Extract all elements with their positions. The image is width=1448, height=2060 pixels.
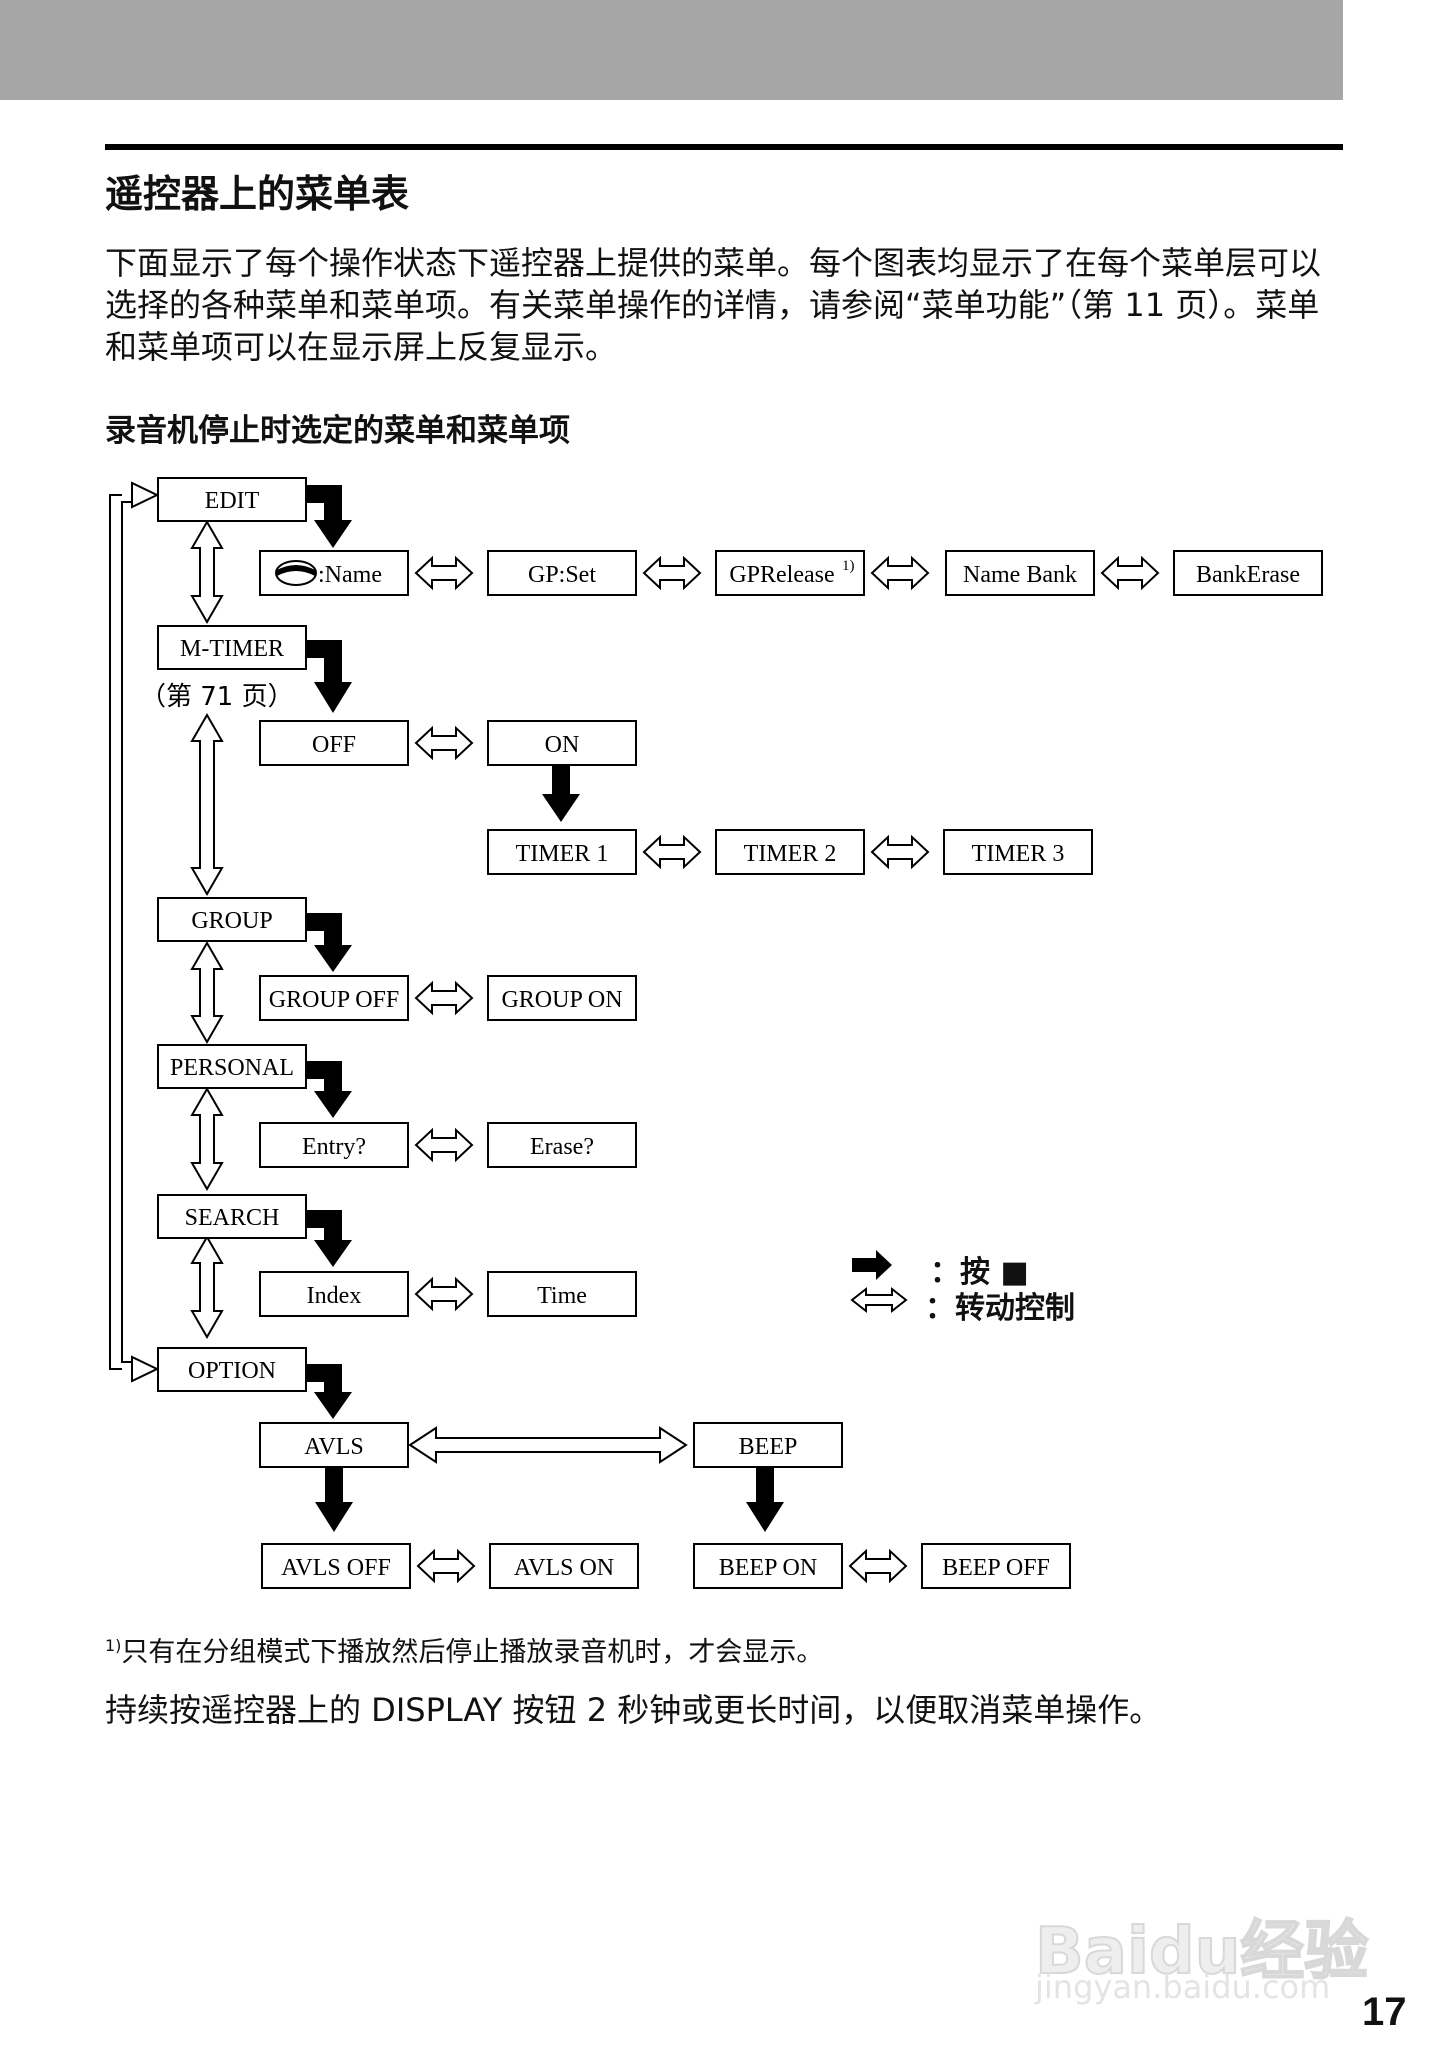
item-erase: Erase? [530, 1134, 594, 1160]
section-title: 遥控器上的菜单表 [105, 172, 410, 216]
item-timer1: TIMER 1 [516, 841, 609, 867]
page-number: 17 [1362, 1990, 1407, 2034]
disc-icon [275, 560, 317, 586]
item-name: :Name [318, 562, 382, 588]
item-avls: AVLS [304, 1434, 364, 1460]
menu-edit-box[interactable] [157, 477, 307, 522]
vertical-rotate-arrows [190, 519, 224, 1340]
menu-personal: PERSONAL [170, 1055, 294, 1081]
mtimer-page-ref: （第 71 页） [140, 682, 294, 712]
item-index-box[interactable] [259, 1271, 409, 1317]
item-avlsoff-box[interactable] [261, 1543, 411, 1589]
item-entry-box[interactable] [259, 1122, 409, 1168]
menu-mtimer: M-TIMER [180, 636, 284, 662]
item-avlsoff: AVLS OFF [281, 1555, 391, 1581]
item-on: ON [545, 732, 580, 758]
legend-rotate-arrow-icon [850, 1286, 908, 1314]
item-off-box[interactable] [259, 720, 409, 766]
item-gpset-box[interactable] [487, 550, 637, 596]
menu-edit: EDIT [205, 488, 260, 514]
item-timer2: TIMER 2 [744, 841, 837, 867]
menu-option: OPTION [188, 1358, 276, 1384]
header-gray-bar [0, 0, 1343, 100]
item-beepon: BEEP ON [719, 1555, 817, 1581]
legend-press: ：按 ■ [930, 1255, 1029, 1290]
press-arrows [306, 485, 784, 1532]
menu-personal-box[interactable] [157, 1044, 307, 1089]
watermark-brand: Baidu经验 [1034, 1914, 1369, 1990]
item-namebank-box[interactable] [945, 550, 1095, 596]
item-avlson: AVLS ON [514, 1555, 614, 1581]
item-off: OFF [312, 732, 356, 758]
item-groupon-box[interactable] [487, 975, 637, 1021]
menu-group: GROUP [191, 908, 272, 934]
item-avlson-box[interactable] [489, 1543, 639, 1589]
item-timer3-box[interactable] [943, 829, 1093, 875]
item-timer3: TIMER 3 [972, 841, 1065, 867]
loop-arrow [109, 481, 160, 1383]
menu-option-box[interactable] [157, 1347, 307, 1392]
horizontal-rotate-arrows [408, 557, 1159, 1582]
item-on-box[interactable] [487, 720, 637, 766]
legend-rotate: ：转动控制 [925, 1291, 1075, 1326]
item-time: Time [537, 1283, 587, 1309]
gprelease-footnote-mark: 1) [842, 558, 855, 574]
item-gpset: GP:Set [528, 562, 596, 588]
item-index: Index [307, 1283, 362, 1309]
item-erase-box[interactable] [487, 1122, 637, 1168]
item-beep: BEEP [739, 1434, 798, 1460]
menu-search-box[interactable] [157, 1194, 307, 1239]
intro-paragraph: 下面显示了每个操作状态下遥控器上提供的菜单。每个图表均显示了在每个菜单层可以选择… [105, 244, 1322, 366]
item-groupon: GROUP ON [501, 987, 622, 1013]
item-bankerase: BankErase [1196, 562, 1300, 588]
item-timer1-box[interactable] [487, 829, 637, 875]
diagram-subtitle: 录音机停止时选定的菜单和菜单项 [105, 413, 570, 449]
title-rule [105, 144, 1343, 150]
legend-press-arrow-icon [852, 1250, 892, 1280]
footnote: 1)只有在分组模式下播放然后停止播放录音机时，才会显示。 [105, 1636, 824, 1668]
item-namebank: Name Bank [963, 562, 1077, 588]
cancel-note: 持续按遥控器上的 DISPLAY 按钮 2 秒钟或更长时间，以便取消菜单操作。 [105, 1691, 1162, 1729]
item-beepoff-box[interactable] [921, 1543, 1071, 1589]
item-gprelease: GPRelease [729, 562, 834, 588]
menu-mtimer-box[interactable] [157, 625, 307, 670]
item-groupoff: GROUP OFF [269, 987, 400, 1013]
menu-search: SEARCH [185, 1205, 280, 1231]
item-avls-box[interactable] [259, 1422, 409, 1468]
item-gprelease-box[interactable] [715, 550, 865, 596]
item-bankerase-box[interactable] [1173, 550, 1323, 596]
watermark-url: jingyan.baidu.com [1035, 1968, 1331, 2006]
item-entry: Entry? [302, 1134, 366, 1160]
item-time-box[interactable] [487, 1271, 637, 1317]
item-timer2-box[interactable] [715, 829, 865, 875]
item-beepon-box[interactable] [693, 1543, 843, 1589]
menu-group-box[interactable] [157, 897, 307, 942]
item-beep-box[interactable] [693, 1422, 843, 1468]
item-beepoff: BEEP OFF [942, 1555, 1050, 1581]
item-groupoff-box[interactable] [259, 975, 409, 1021]
